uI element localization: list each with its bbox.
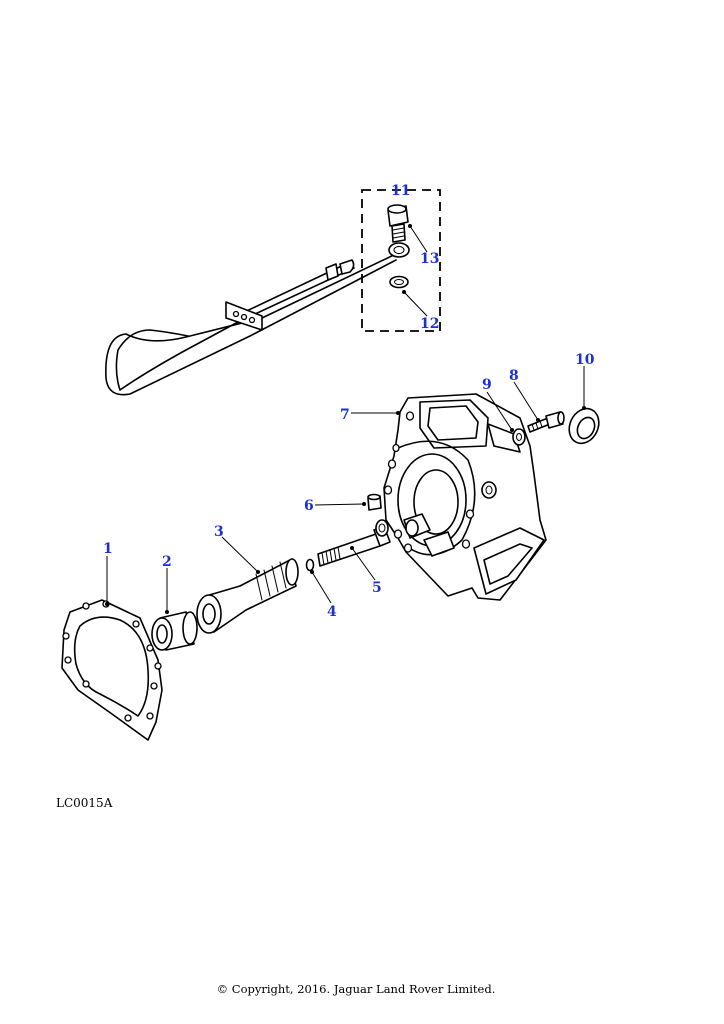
callout-9: 9 (482, 377, 492, 393)
oil-seal (568, 407, 600, 445)
leader-lines (105, 224, 586, 614)
banjo-eye (388, 242, 410, 258)
bush (151, 611, 198, 651)
callout-5: 5 (372, 580, 382, 596)
dowel (367, 493, 382, 511)
callout-1: 1 (103, 541, 113, 557)
bolt-8 (527, 411, 565, 433)
splined-sleeve (196, 558, 299, 634)
washer-9 (512, 428, 526, 446)
copyright-notice: © Copyright, 2016. Jaguar Land Rover Lim… (216, 982, 496, 996)
figure-code: LC0015A (56, 796, 113, 810)
sealing-washer (389, 275, 409, 289)
o-ring (305, 558, 315, 572)
callout-8: 8 (509, 368, 519, 384)
callout-4: 4 (327, 604, 337, 620)
shaft (317, 519, 391, 567)
housing (383, 393, 547, 601)
inset-dashed-box (361, 189, 441, 332)
oil-pipe (105, 252, 399, 396)
banjo-bolt (387, 204, 409, 243)
callout-12: 12 (420, 316, 439, 332)
callout-7: 7 (340, 407, 350, 423)
callout-3: 3 (214, 524, 224, 540)
callout-11: 11 (391, 183, 410, 199)
callout-2: 2 (162, 554, 172, 570)
gasket (61, 599, 163, 741)
callout-10: 10 (575, 352, 595, 368)
callout-13: 13 (420, 251, 439, 267)
callout-6: 6 (304, 498, 314, 514)
